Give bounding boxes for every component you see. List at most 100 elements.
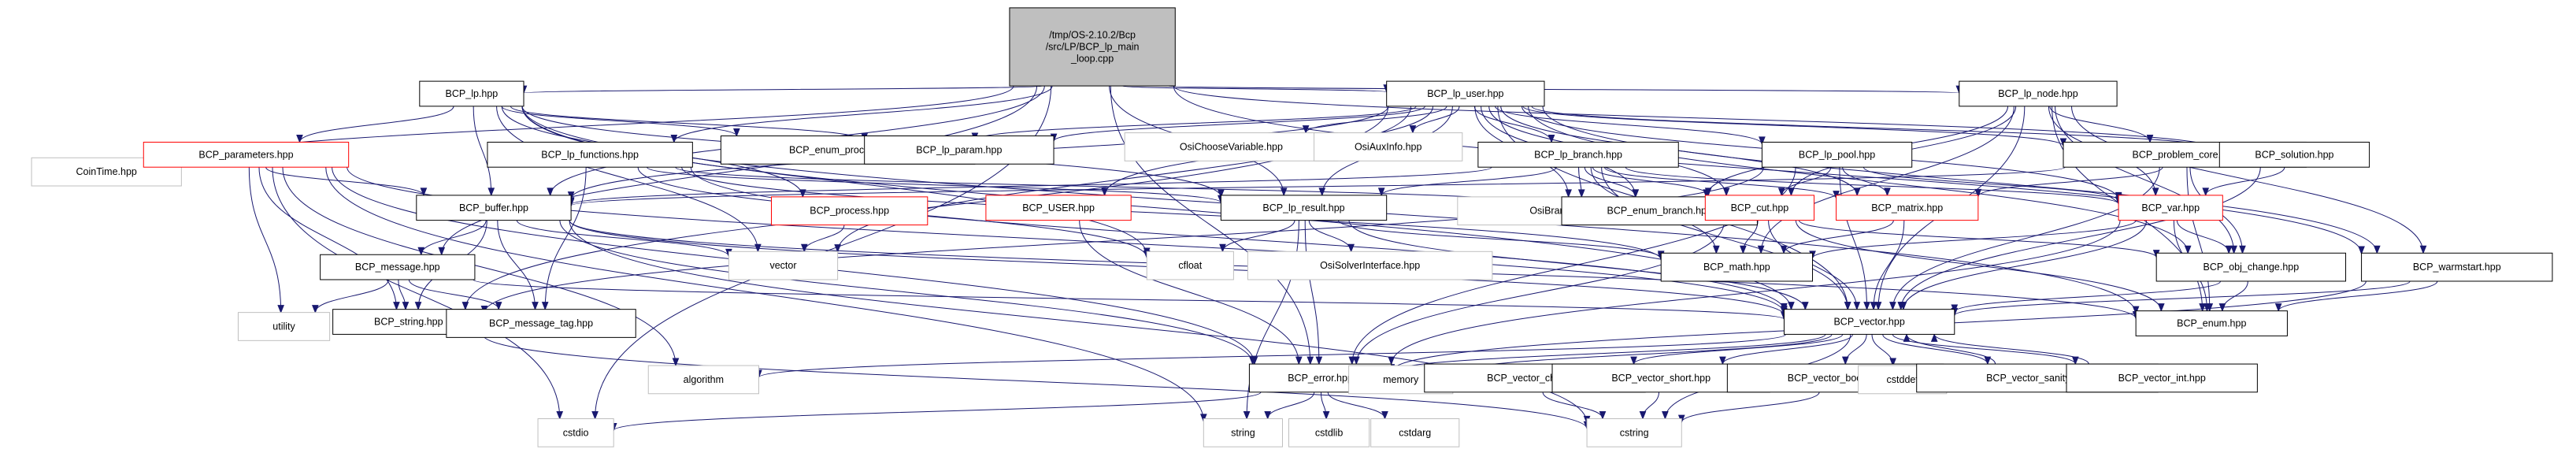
arrowhead xyxy=(417,247,425,256)
include-edge xyxy=(1900,167,2261,310)
include-edge xyxy=(1633,333,1844,365)
node-label: memory xyxy=(1383,374,1419,385)
arrowhead xyxy=(1884,187,1891,197)
include-edge xyxy=(758,333,1786,378)
arrowhead xyxy=(1352,356,1360,366)
node-box xyxy=(1247,251,1493,280)
file-node-cstring: cstring xyxy=(1586,418,1682,447)
arrowhead xyxy=(1348,356,1356,366)
include-edge xyxy=(544,167,587,310)
include-edge xyxy=(1531,106,2220,150)
node-label: /src/LP/BCP_lp_main xyxy=(1046,41,1140,52)
file-node-bcp-matrix[interactable]: BCP_matrix.hpp xyxy=(1836,195,1979,221)
file-node-bcp-buffer[interactable]: BCP_buffer.hpp xyxy=(416,195,572,221)
file-node-bcp-lp[interactable]: BCP_lp.hpp xyxy=(419,80,524,107)
arrowhead xyxy=(1599,410,1607,420)
file-node-bcp-message[interactable]: BCP_message.hpp xyxy=(320,254,476,280)
include-edge xyxy=(1173,86,2363,254)
arrowhead xyxy=(1759,136,1766,146)
arrowhead xyxy=(2239,245,2246,254)
node-label: BCP_parameters.hpp xyxy=(198,149,293,160)
arrowhead xyxy=(1307,356,1314,366)
file-node-bcp-solution[interactable]: BCP_solution.hpp xyxy=(2218,141,2370,168)
file-node-root[interactable]: /tmp/OS-2.10.2/Bcp/src/LP/BCP_lp_main_lo… xyxy=(1009,7,1176,87)
file-node-bcp-lp-pool[interactable]: BCP_lp_pool.hpp xyxy=(1761,141,1913,168)
arrowhead xyxy=(1381,410,1388,420)
file-node-bcp-lp-node[interactable]: BCP_lp_node.hpp xyxy=(1959,80,2118,107)
node-label: cstddef xyxy=(1887,374,1919,385)
include-edge xyxy=(1812,220,2137,259)
node-label: BCP_string.hpp xyxy=(374,317,443,328)
file-node-vector: vector xyxy=(728,251,839,280)
node-label: BCP_lp.hpp xyxy=(446,88,499,99)
arrowhead xyxy=(461,302,469,311)
file-node-bcp-math[interactable]: BCP_math.hpp xyxy=(1660,252,1814,282)
file-node-bcp-vector[interactable]: BCP_vector.hpp xyxy=(1783,309,1955,335)
include-edge xyxy=(1871,334,1894,366)
file-node-bcp-lp-functions[interactable]: BCP_lp_functions.hpp xyxy=(487,141,693,168)
arrowhead xyxy=(1315,356,1323,366)
node-label: BCP_enum.hpp xyxy=(2177,318,2246,329)
file-node-bcp-lp-result[interactable]: BCP_lp_result.hpp xyxy=(1220,195,1388,221)
include-edge xyxy=(1760,106,2014,254)
arrowhead xyxy=(1639,410,1647,420)
arrowhead xyxy=(2358,246,2365,255)
file-node-bcp-warmstart[interactable]: BCP_warmstart.hpp xyxy=(2361,252,2553,282)
node-label: BCP_solution.hpp xyxy=(2255,149,2333,160)
arrowhead xyxy=(1199,414,1207,423)
file-node-bcp-lp-user[interactable]: BCP_lp_user.hpp xyxy=(1386,80,1545,107)
file-node-string: string xyxy=(1203,418,1283,447)
arrowhead xyxy=(1219,243,1226,253)
arrowhead xyxy=(2157,303,2165,312)
arrowhead xyxy=(1833,191,1840,200)
arrowhead xyxy=(1863,302,1870,311)
file-node-bcp-enum[interactable]: BCP_enum.hpp xyxy=(2135,310,2288,336)
node-label: BCP_obj_change.hpp xyxy=(2203,262,2300,273)
file-node-bcp-message-tag[interactable]: BCP_message_tag.hpp xyxy=(446,309,636,338)
arrowhead xyxy=(1889,302,1896,311)
include-edge xyxy=(681,167,1662,261)
arrowhead xyxy=(1780,245,1788,254)
include-edge xyxy=(408,279,499,310)
include-edge xyxy=(516,220,729,257)
node-label: _loop.cpp xyxy=(1070,53,1114,64)
file-node-bcp-cut[interactable]: BCP_cut.hpp xyxy=(1704,195,1815,221)
file-node-bcp-var[interactable]: BCP_var.hpp xyxy=(2118,195,2223,221)
node-box xyxy=(1836,195,1979,221)
file-node-bcp-obj-change[interactable]: BCP_obj_change.hpp xyxy=(2155,252,2347,282)
node-label: BCP_message_tag.hpp xyxy=(489,318,593,329)
node-label: OsiChooseVariable.hpp xyxy=(1180,141,1283,152)
node-label: BCP_message.hpp xyxy=(355,262,440,273)
arrowhead xyxy=(1722,187,1730,197)
include-edge xyxy=(1903,220,2148,310)
include-edge xyxy=(570,166,2066,206)
arrowhead xyxy=(1870,302,1877,311)
file-node-bcp-vector-int[interactable]: BCP_vector_int.hpp xyxy=(2066,363,2258,393)
arrowhead xyxy=(1347,243,1355,253)
file-node-bcp-lp-branch[interactable]: BCP_lp_branch.hpp xyxy=(1477,141,1679,168)
node-label: BCP_cut.hpp xyxy=(1731,202,1789,213)
file-node-bcp-user[interactable]: BCP_USER.hpp xyxy=(985,195,1132,221)
include-edge xyxy=(974,106,1417,141)
arrowhead xyxy=(1662,410,1669,420)
node-label: BCP_lp_user.hpp xyxy=(1427,88,1503,99)
arrowhead xyxy=(2202,187,2210,197)
file-node-bcp-lp-param[interactable]: BCP_lp_param.hpp xyxy=(864,135,1054,165)
include-edge xyxy=(484,167,1764,314)
include-edge xyxy=(2176,220,2229,254)
arrowhead xyxy=(402,302,410,311)
include-edge xyxy=(1110,86,1311,365)
node-box xyxy=(1288,418,1370,447)
node-label: BCP_lp_functions.hpp xyxy=(541,149,639,160)
arrowhead xyxy=(1565,189,1572,199)
node-label: cstdarg xyxy=(1399,427,1431,438)
arrowhead xyxy=(414,302,422,311)
include-edge xyxy=(2071,106,2424,254)
file-node-bcp-parameters[interactable]: BCP_parameters.hpp xyxy=(143,141,350,168)
include-edge xyxy=(298,106,454,143)
file-node-bcp-process[interactable]: BCP_process.hpp xyxy=(770,196,928,226)
node-label: BCP_vector_sanity.hpp xyxy=(1986,373,2089,384)
include-edge xyxy=(1053,106,1425,142)
include-edge xyxy=(1601,167,1848,310)
node-box xyxy=(1704,195,1815,221)
